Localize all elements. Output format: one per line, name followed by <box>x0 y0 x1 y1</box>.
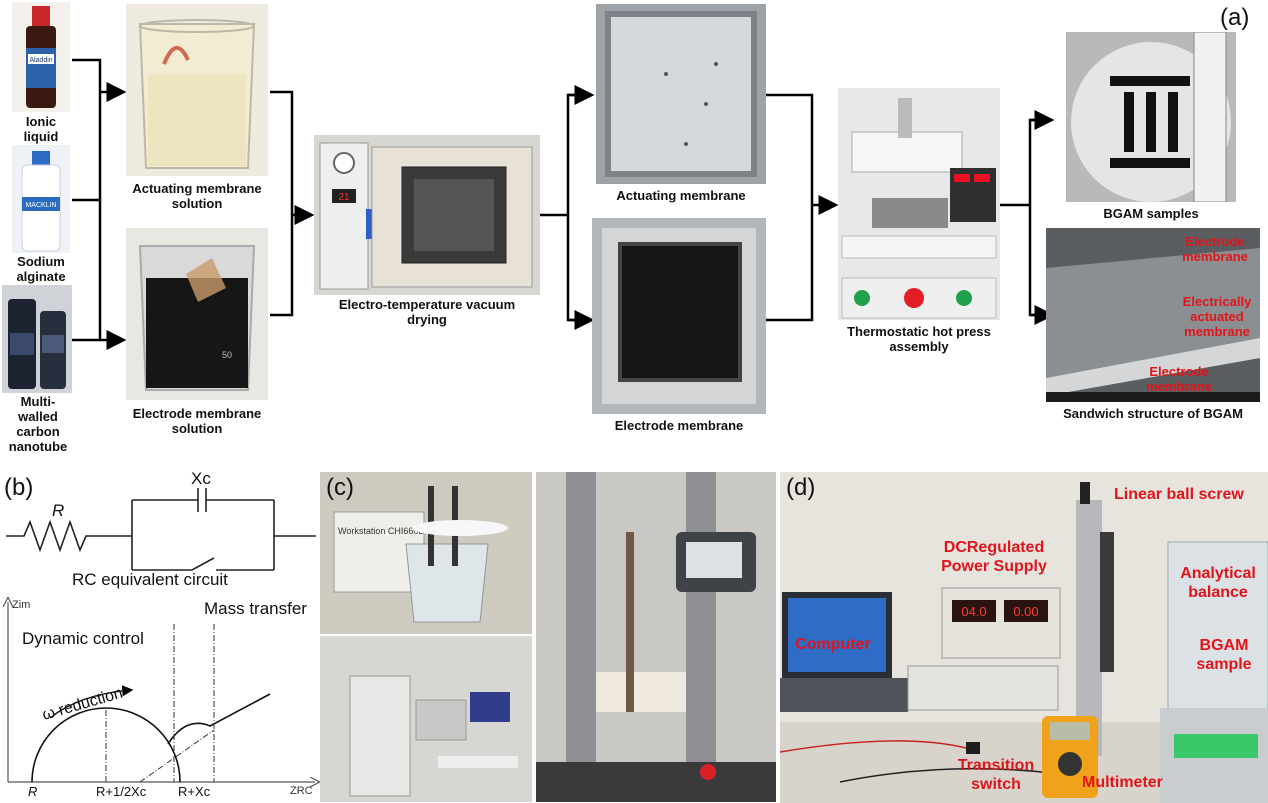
psu-volts: 04.0 <box>961 604 986 619</box>
ionic-liquid-photo: Aladdin <box>12 2 70 112</box>
actuating-solution-photo <box>126 4 268 176</box>
label-omega: ω reduction <box>40 685 124 724</box>
tensile-tester-photo <box>536 472 776 802</box>
caption-ionic-liquid: Ionic liquid <box>23 114 59 144</box>
actuating-membrane-photo <box>596 4 766 184</box>
panel-label-b: (b) <box>4 474 34 501</box>
tick-end: R+Xc <box>178 784 211 799</box>
workstation-photo: Workstation CHI660D <box>320 472 532 634</box>
label-bgam-sample: BGAM sample <box>1196 637 1252 673</box>
caption-electrode-membrane: Electrode membrane <box>614 418 744 433</box>
panel-label-d: (d) <box>786 474 816 501</box>
label-computer: Computer <box>795 636 871 653</box>
warburg-line <box>167 693 271 745</box>
caption-mwcnt: Multi-walled carbon nanotube <box>8 394 68 454</box>
label-r: R <box>52 501 64 520</box>
semicircle-arc <box>31 707 181 783</box>
label-transition-switch: Transition switch <box>957 757 1035 793</box>
rc-circuit: R Xc <box>6 470 316 571</box>
caption-hot-press: Thermostatic hot press assembly <box>847 324 991 354</box>
nyquist-plot: Zim ZRC Dynamic control Mass transfer ω … <box>0 594 320 799</box>
sodium-alginate-photo: MACKLIN <box>12 145 70 253</box>
workstation-label: Workstation CHI660D <box>338 526 425 536</box>
oven-display: 21 <box>338 192 350 203</box>
label-xc: Xc <box>191 470 211 488</box>
electrode-membrane-photo <box>592 218 766 414</box>
bottle-label-aladdin: Aladdin <box>29 57 52 64</box>
flow-connectors <box>72 58 1055 350</box>
label-analytical-balance: Analytical balance <box>1180 565 1256 601</box>
sem-instrument-photo <box>320 636 532 802</box>
sem-label-electrode-top: Electrode membrane <box>1182 234 1248 264</box>
sem-label-electrode-bottom: Electrode membrane <box>1146 364 1212 394</box>
tick-mid: R+1/2Xc <box>96 784 147 799</box>
mwcnt-photo <box>2 285 72 393</box>
axis-zim: Zim <box>12 599 30 611</box>
bgam-samples-photo <box>1066 32 1236 202</box>
axis-zrc: ZRC <box>290 785 313 797</box>
panel-label-a: (a) <box>1220 4 1250 31</box>
omega-arrow <box>49 685 134 719</box>
label-dynamic: Dynamic control <box>22 629 144 648</box>
sem-label-actuated: Electrically actuated membrane <box>1182 294 1252 339</box>
vacuum-oven-photo: 21 <box>314 135 540 295</box>
panel-label-c: (c) <box>326 474 354 501</box>
hot-press-photo <box>838 88 1000 320</box>
sem-photo <box>1046 228 1260 402</box>
caption-bgam-samples: BGAM samples <box>1103 206 1199 221</box>
test-bench-photo: 04.0 0.00 <box>780 472 1268 803</box>
psu-amps: 0.00 <box>1013 604 1038 619</box>
caption-sodium-alginate: Sodium alginate <box>16 254 66 284</box>
label-ball-screw: Linear ball screw <box>1114 486 1244 503</box>
caption-drying: Electro-temperature vacuum drying <box>338 297 516 327</box>
caption-actuating-membrane: Actuating membrane <box>616 188 746 203</box>
caption-electrode-solution: Electrode membrane solution <box>132 406 262 436</box>
rc-caption: RC equivalent circuit <box>72 570 228 589</box>
label-multimeter: Multimeter <box>1082 774 1163 791</box>
caption-sandwich: Sandwich structure of BGAM <box>1063 406 1243 421</box>
bottle-label-macklin: MACKLIN <box>25 202 56 209</box>
tick-r: R <box>28 784 37 799</box>
electrode-solution-photo: 50 <box>126 228 268 400</box>
label-mass: Mass transfer <box>204 599 307 618</box>
svg-text:50: 50 <box>222 350 232 360</box>
connector-bottles <box>72 58 102 342</box>
caption-actuating-solution: Actuating membrane solution <box>132 181 262 211</box>
label-power-supply: DCRegulated Power Supply <box>941 539 1047 575</box>
